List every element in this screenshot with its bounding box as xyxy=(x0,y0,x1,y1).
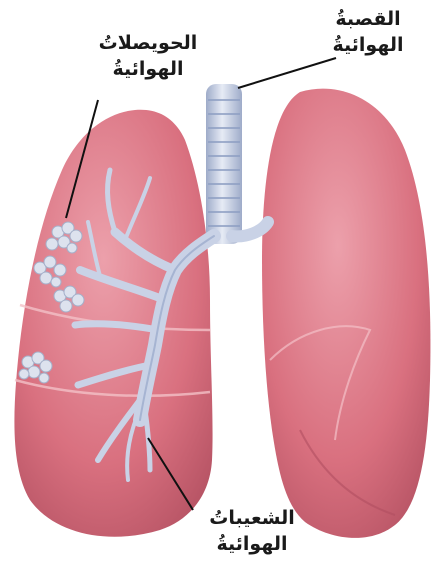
label-bronchioles-line2: الهوائيةُ xyxy=(192,531,312,557)
label-bronchioles: الشعيباتُ الهوائيةُ xyxy=(192,505,312,557)
label-trachea: القصبةُ الهوائيةُ xyxy=(318,6,418,58)
label-bronchioles-line1: الشعيباتُ xyxy=(192,505,312,531)
label-alveoli-line1: الحويصلاتُ xyxy=(92,30,204,56)
left-lung xyxy=(262,89,430,538)
trachea xyxy=(206,84,268,244)
label-alveoli: الحويصلاتُ الهوائيةُ xyxy=(92,30,204,82)
label-trachea-line1: القصبةُ xyxy=(318,6,418,32)
trachea-leader xyxy=(238,58,336,88)
label-trachea-line2: الهوائيةُ xyxy=(318,32,418,58)
label-alveoli-line2: الهوائيةُ xyxy=(92,56,204,82)
